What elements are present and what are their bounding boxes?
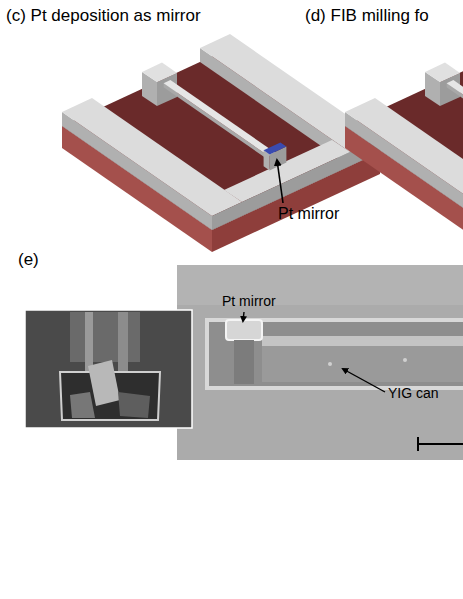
part-label: Pt mirror: [222, 293, 276, 309]
panel-label: (e): [18, 250, 39, 270]
part-label: YIG can: [388, 385, 439, 401]
part-label: Pt mirror: [278, 205, 339, 223]
panel-title: (d) FIB milling fo: [305, 6, 429, 26]
panel-title: (c) Pt deposition as mirror: [6, 6, 201, 26]
